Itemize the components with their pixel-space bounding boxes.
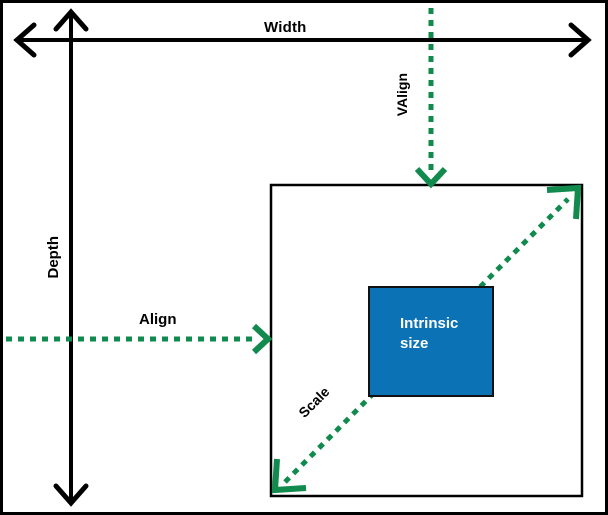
width-axis-label: Width: [264, 19, 307, 36]
valign-guide-label: VAlign: [394, 73, 410, 117]
intrinsic-size-label: Intrinsic size: [400, 315, 459, 353]
intrinsic-size-box: Intrinsic size: [368, 286, 494, 397]
align-guide: [6, 323, 273, 355]
depth-axis: [53, 8, 89, 507]
depth-axis-arrow-bottom: [53, 483, 89, 507]
depth-axis-label: Depth: [45, 236, 62, 279]
container-box: [269, 183, 584, 498]
valign-guide: [414, 8, 448, 189]
scale-guide: [271, 184, 582, 494]
depth-axis-arrow-top: [53, 8, 89, 32]
width-axis-arrow-right: [568, 22, 592, 58]
align-guide-arrowhead: [251, 323, 273, 355]
width-axis-arrow-left: [13, 22, 37, 58]
scale-guide-arrowhead-lower: [271, 458, 307, 494]
width-axis: [13, 22, 592, 58]
scale-guide-arrowhead-upper: [546, 184, 582, 220]
valign-guide-arrowhead: [414, 166, 448, 189]
align-guide-label: Align: [139, 311, 177, 328]
